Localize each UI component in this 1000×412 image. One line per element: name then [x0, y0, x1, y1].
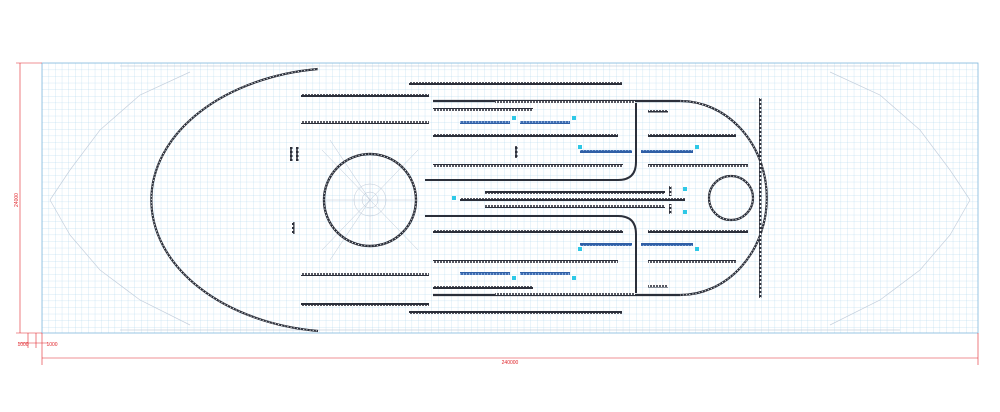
horizontal-trusses [301, 82, 748, 314]
fixture-markers [452, 116, 699, 280]
venue-outline [49, 65, 971, 331]
overall-width-label: 240000 [502, 360, 519, 366]
overall-height-label: 24000 [14, 193, 20, 207]
right-circle-truss [707, 174, 755, 222]
dimension-lines [16, 62, 979, 365]
offset-left-label: 1000 [17, 342, 28, 348]
blue-trusses [460, 121, 693, 275]
center-circle-stage [321, 139, 419, 261]
offset-right-label: 1000 [46, 342, 57, 348]
right-vertical-truss [759, 98, 762, 298]
vertical-stubs [290, 146, 672, 234]
